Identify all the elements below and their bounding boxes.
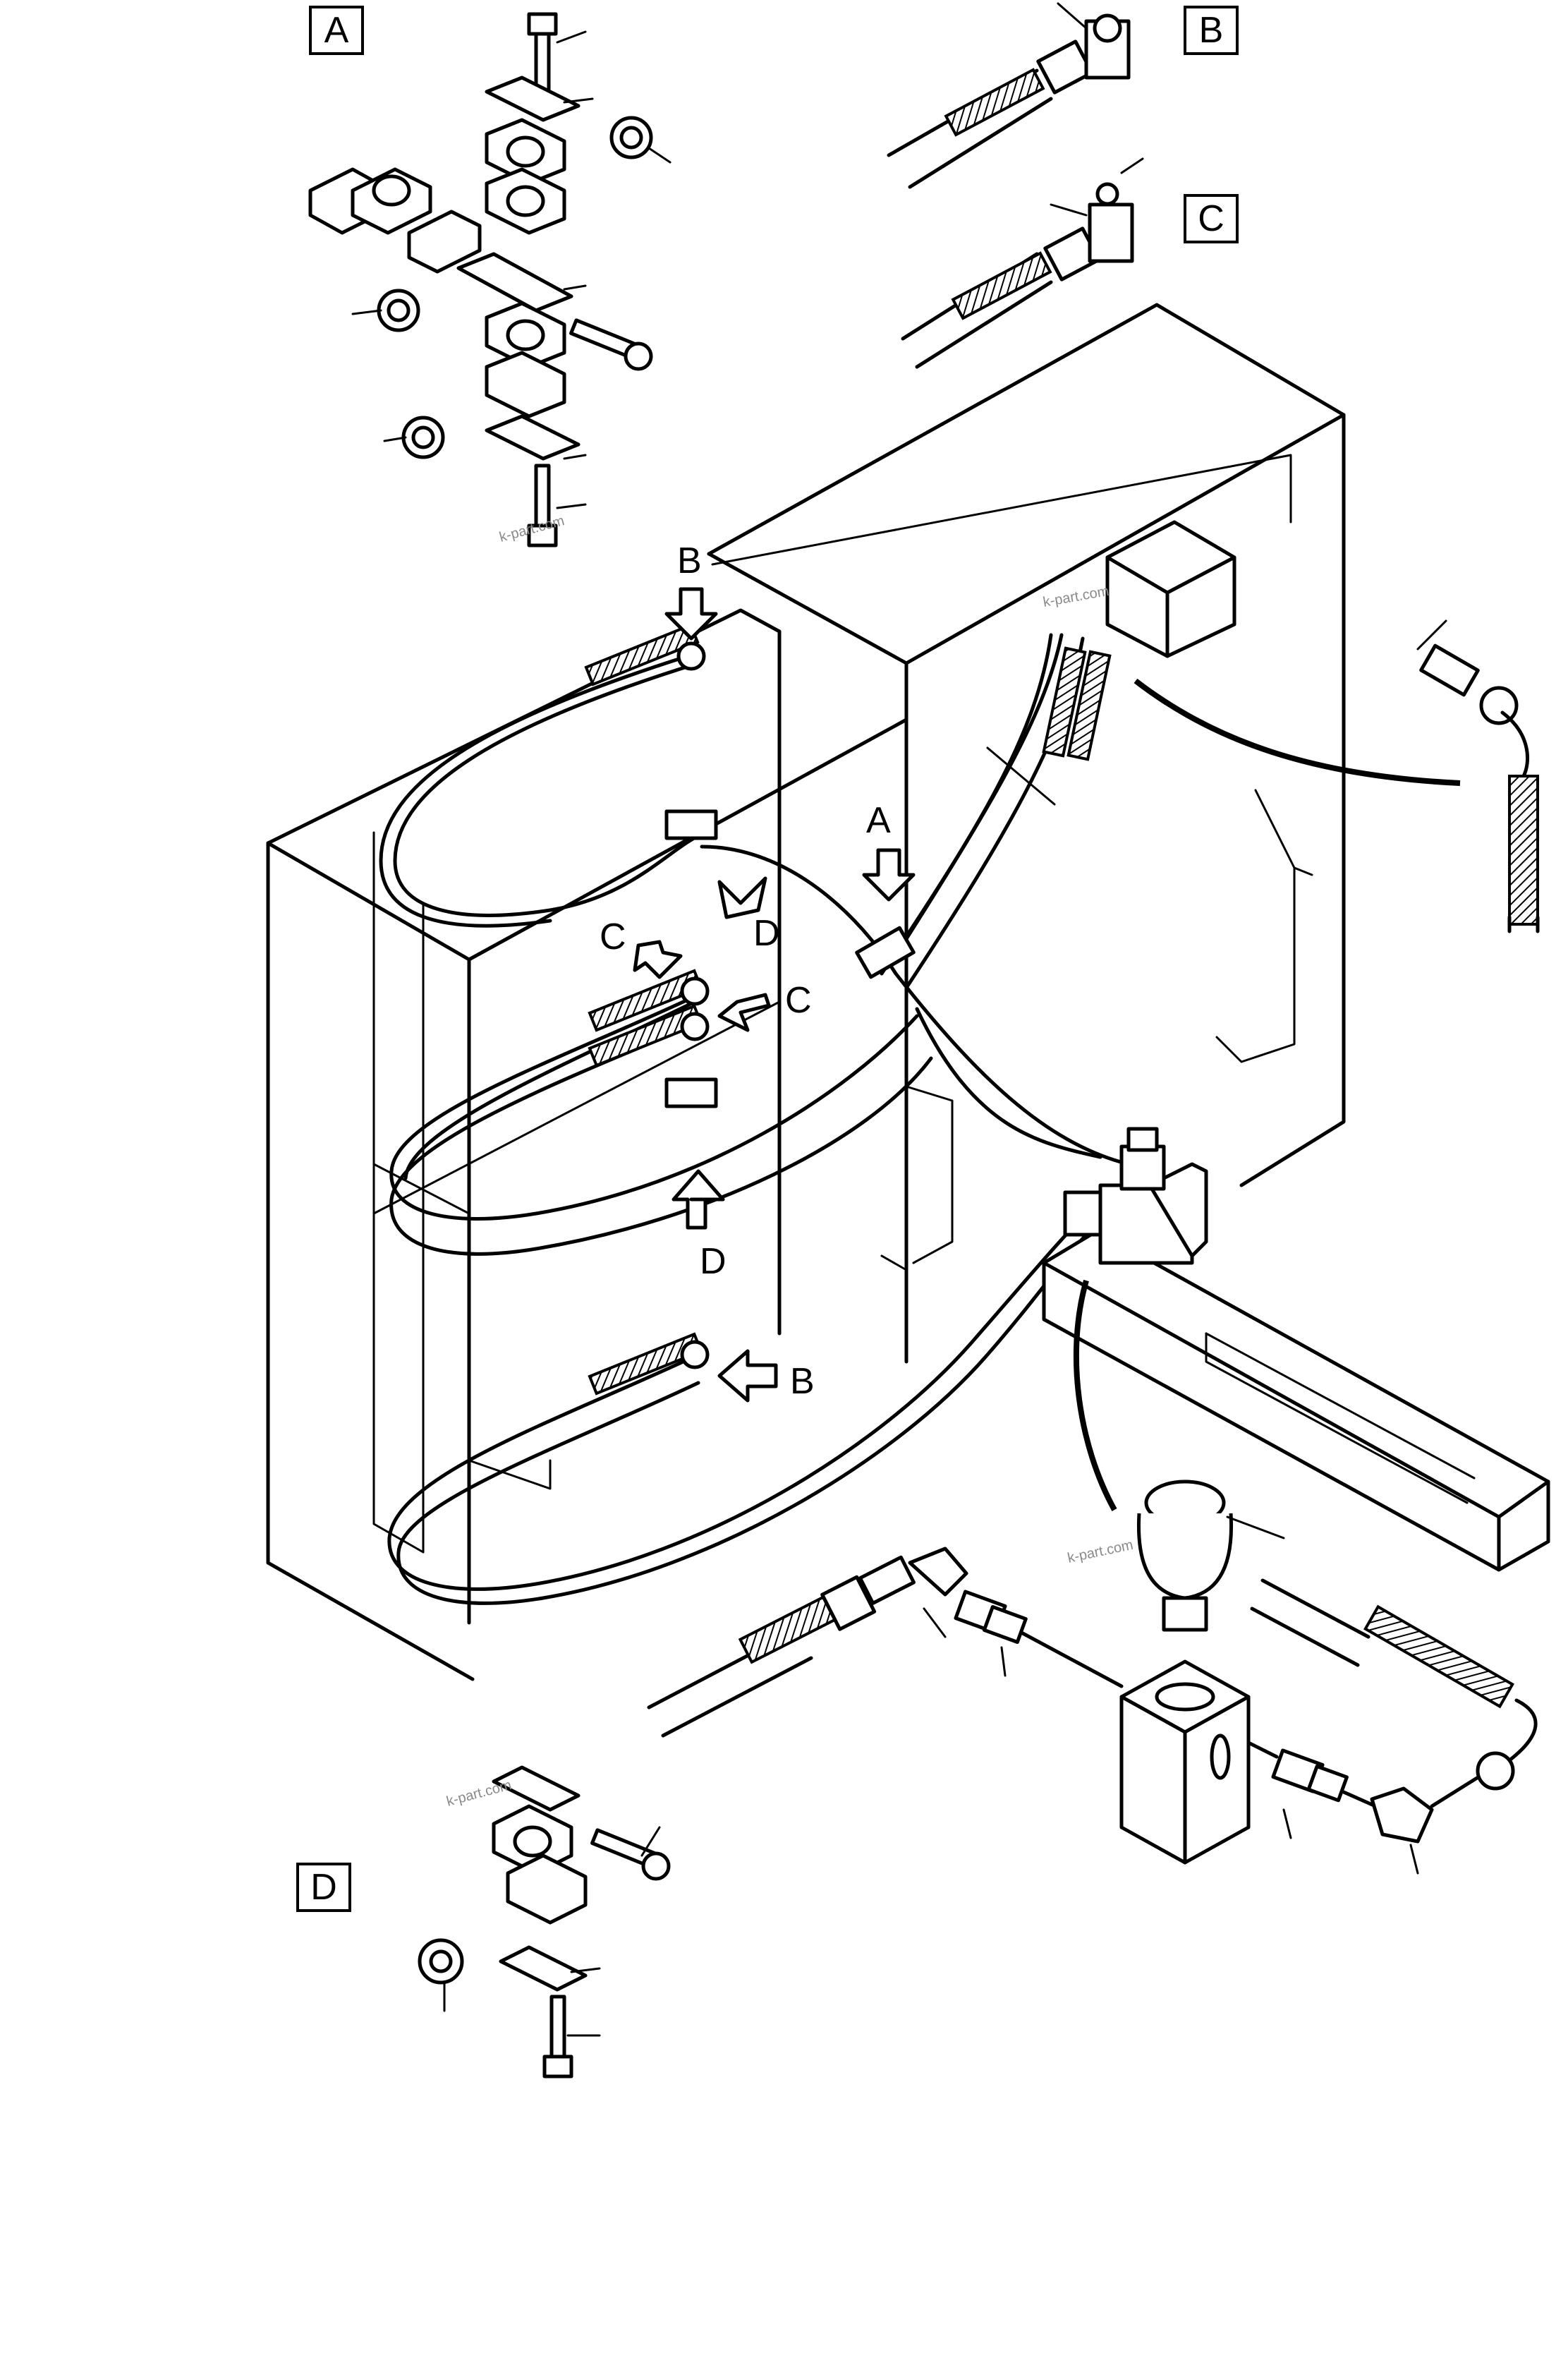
callout-d-mid: D (753, 913, 780, 954)
tank-box (707, 303, 1346, 1364)
leader-arrows (1073, 678, 1461, 1511)
detail-a-exploded-clamp (308, 12, 671, 547)
watermark: k-part.com (445, 1777, 513, 1810)
tank-fitting-block (1105, 520, 1236, 658)
accumulator-hoses (647, 1547, 1538, 1875)
detail-box-a: A (309, 6, 364, 55)
accumulator-assembly (1119, 1480, 1285, 1865)
hose-clamps (664, 809, 916, 1108)
callout-c-right: C (785, 980, 812, 1021)
hose-loops (379, 633, 1131, 1605)
detail-b-c-fittings (887, 2, 1144, 369)
watermark: k-part.com (1042, 583, 1110, 610)
callout-b-low: B (790, 1361, 815, 1402)
callout-b-top: B (677, 540, 702, 581)
callout-a: A (866, 800, 891, 841)
callout-d-low: D (700, 1241, 727, 1282)
detail-box-b: B (1184, 6, 1239, 55)
detail-box-d: D (296, 1863, 351, 1912)
tank-return-hose-detail (1416, 619, 1540, 933)
detail-d-exploded-clamp (418, 1765, 671, 2078)
callout-c-left: C (600, 916, 626, 957)
detail-box-c: C (1184, 194, 1239, 243)
base-frame (1042, 1127, 1550, 1572)
callout-arrows (633, 587, 916, 1403)
watermark: k-part.com (1066, 1537, 1134, 1566)
cooler-assembly (266, 608, 954, 1681)
radiator-hose-fittings (584, 623, 1112, 1396)
